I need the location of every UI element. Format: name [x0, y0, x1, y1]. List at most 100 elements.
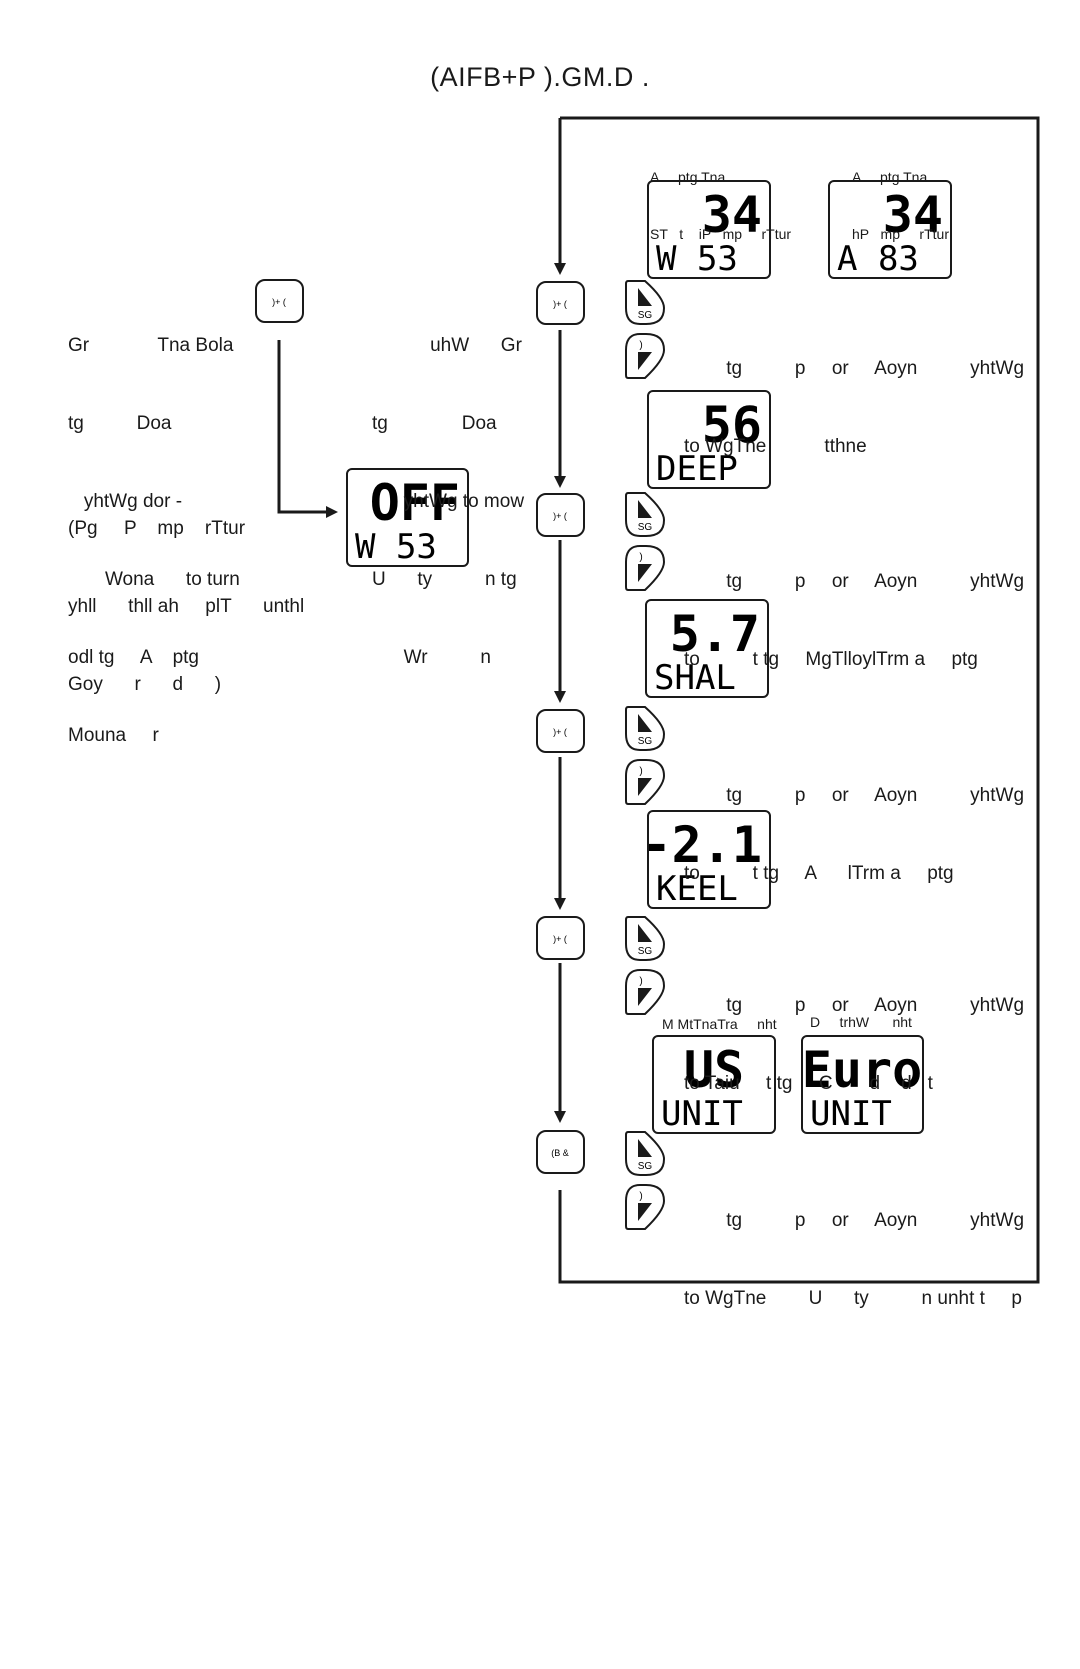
text-line: tg p or Aoyn yhtWg: [684, 358, 1025, 379]
text-line: tg Doa: [372, 413, 497, 434]
unit-button-1[interactable]: )+ (: [536, 281, 585, 325]
svg-text:56: 56: [702, 396, 762, 454]
text-line: tg Doa: [68, 413, 172, 434]
header-col2: A ptg Tna hP mp rTtur: [852, 130, 949, 263]
svg-text:)+ (: )+ (: [553, 727, 567, 737]
svg-text:)+ (: )+ (: [553, 934, 567, 944]
text-line: Wona to turn: [68, 569, 240, 590]
sg-up-button[interactable]: SG: [625, 1131, 666, 1176]
svg-text:-2.1: -2.1: [642, 816, 762, 874]
units-right-header: D trhW nht: [810, 1014, 912, 1030]
page-title: (AIFB+P ).GM.D .: [430, 62, 650, 92]
lcd-a83: 34 A 83: [828, 180, 952, 279]
row-instruction-3: tg p or Aoyn yhtWg to t tg A lTrm a ptg: [684, 731, 1024, 913]
sg-up-button[interactable]: SG: [625, 492, 666, 537]
text-line: tg p or Aoyn yhtWg: [684, 995, 1025, 1016]
down-button[interactable]: ): [625, 969, 666, 1015]
text-line: tg p or Aoyn yhtWg: [684, 785, 1025, 806]
svg-text:): ): [639, 976, 642, 987]
text-line: (Pg P mp rTtur: [68, 518, 246, 539]
text-line: Wr n: [372, 647, 491, 668]
svg-text:SG: SG: [638, 1161, 653, 1172]
svg-text:5.7: 5.7: [670, 605, 760, 663]
sg-up-button[interactable]: SG: [625, 706, 666, 751]
text-line: to WgTne U ty n unht t p: [684, 1288, 1022, 1309]
svg-text:KEEL: KEEL: [656, 869, 738, 909]
down-button[interactable]: ): [625, 333, 666, 379]
svg-text:)+ (: )+ (: [553, 299, 567, 309]
lcd-w53: 34 W 53: [647, 180, 771, 279]
key-pair-row5: SG ): [625, 1131, 666, 1230]
unit-button-left[interactable]: )+ (: [255, 279, 304, 323]
svg-text:A 83: A 83: [837, 239, 919, 279]
svg-text:SG: SG: [638, 522, 653, 533]
sg-up-button[interactable]: SG: [625, 916, 666, 961]
svg-text:US: US: [684, 1041, 744, 1099]
down-button[interactable]: ): [625, 759, 666, 805]
outer-frame: [558, 116, 1040, 1284]
svg-text:): ): [639, 552, 642, 563]
text-line: yhtWg dor -: [68, 491, 183, 512]
left-paragraph-1: Gr Tna Bola tg Doa yhtWg dor - Wona to t…: [68, 281, 240, 775]
svg-text:)+ (: )+ (: [272, 297, 286, 307]
svg-text:DEEP: DEEP: [656, 449, 738, 489]
down-button[interactable]: ): [625, 545, 666, 591]
text-line: tg p or Aoyn yhtWg: [684, 571, 1025, 592]
text-line: to Taiu t tg C d d t: [684, 1073, 933, 1094]
lcd-deep: 56 DEEP: [647, 390, 771, 489]
text-line: Mouna r: [68, 725, 159, 746]
key-pair-row1: SG ): [625, 280, 666, 379]
row-instruction-4: tg p or Aoyn yhtWg to Taiu t tg C d d t: [684, 941, 1024, 1123]
lcd-euro-unit: Euro UNIT: [801, 1035, 924, 1134]
row-instruction-1: tg p or Aoyn yhtWg to WgTne tthne: [684, 304, 1024, 486]
svg-text:)+ (: )+ (: [553, 511, 567, 521]
lcd-us-unit: US UNIT: [652, 1035, 776, 1134]
text-line: uhW Gr: [372, 335, 522, 356]
text-line: Gr Tna Bola: [68, 335, 234, 356]
row-instruction-2: tg p or Aoyn yhtWg to t tg MgTlloylTrm a…: [684, 517, 1024, 699]
unit-button-3[interactable]: )+ (: [536, 709, 585, 753]
header-col1: A ptg Tna ST t iP mp rTtur: [650, 130, 791, 263]
unit-button-2[interactable]: )+ (: [536, 493, 585, 537]
branch-line: [277, 340, 338, 518]
header-line: ST t iP mp rTtur: [650, 226, 792, 242]
svg-text:): ): [639, 766, 642, 777]
svg-text:34: 34: [883, 186, 943, 244]
header-line: A ptg Tna: [852, 169, 928, 185]
down-button[interactable]: ): [625, 1184, 666, 1230]
text-line: to WgTne tthne: [684, 436, 867, 457]
text-line: U ty n tg: [372, 569, 517, 590]
row-instruction-5: tg p or Aoyn yhtWg to WgTne U ty n unht …: [684, 1156, 1024, 1338]
key-pair-row3: SG ): [625, 706, 666, 805]
svg-text:SG: SG: [638, 946, 653, 957]
left-paragraph-2: (Pg P mp rTtur yhll thll ah plT unthl Go…: [68, 464, 304, 724]
svg-text:): ): [639, 340, 642, 351]
text-line: yhtWg to mow: [372, 491, 525, 512]
svg-text:(B &: (B &: [551, 1148, 569, 1158]
lcd-keel: -2.1 KEEL: [642, 810, 771, 909]
svg-text:): ): [639, 1191, 642, 1202]
text-line: odl tg A ptg: [68, 647, 199, 668]
header-line: A ptg Tna: [650, 169, 726, 185]
svg-text:UNIT: UNIT: [661, 1094, 743, 1134]
svg-text:OFF: OFF: [370, 474, 460, 532]
final-button[interactable]: (B &: [536, 1130, 585, 1174]
svg-text:Euro: Euro: [802, 1041, 922, 1099]
middle-paragraph: uhW Gr tg Doa yhtWg to mow U ty n tg Wr …: [372, 281, 524, 697]
lcd-off: OFF W 53: [346, 468, 469, 567]
header-line: hP mp rTtur: [852, 226, 949, 242]
svg-text:UNIT: UNIT: [810, 1094, 892, 1134]
svg-text:W 53: W 53: [355, 527, 437, 567]
key-pair-row2: SG ): [625, 492, 666, 591]
lcd-shal: 5.7 SHAL: [645, 599, 769, 698]
key-pair-row4: SG ): [625, 916, 666, 1015]
svg-text:34: 34: [702, 186, 762, 244]
text-line: yhll thll ah plT unthl: [68, 596, 305, 617]
svg-text:W 53: W 53: [656, 239, 738, 279]
sg-up-button[interactable]: SG: [625, 280, 666, 325]
unit-button-4[interactable]: )+ (: [536, 916, 585, 960]
svg-text:SHAL: SHAL: [654, 658, 736, 698]
svg-text:SG: SG: [638, 310, 653, 321]
svg-text:SG: SG: [638, 736, 653, 747]
